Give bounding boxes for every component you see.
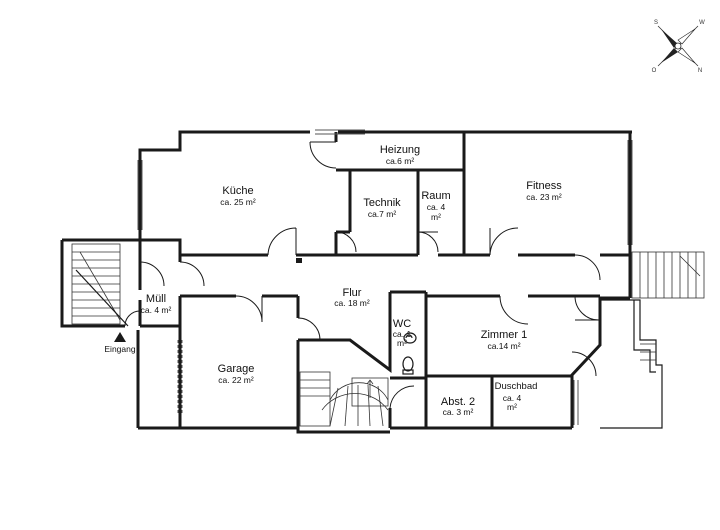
room-label-abst2: Abst. 2 ca. 3 m² <box>441 396 475 417</box>
room-area: ca. 4 m² <box>141 305 172 315</box>
room-area: ca. 22 m² <box>218 375 254 385</box>
room-label-technik: Technik ca.7 m² <box>363 197 401 219</box>
room-name: Zimmer 1 <box>481 329 527 341</box>
room-area-line1: ca. 4 <box>427 202 446 212</box>
room-name: Duschbad <box>495 381 538 392</box>
room-area: ca. 25 m² <box>220 197 256 207</box>
entrance-arrow-icon <box>114 332 126 342</box>
room-area: ca.14 m² <box>487 341 520 351</box>
compass-rose-icon: S W O N <box>652 20 706 74</box>
room-name: Abst. 2 <box>441 396 475 408</box>
wc-basin-icon <box>403 332 417 344</box>
room-area-line2: m² <box>507 402 517 412</box>
room-name: Müll <box>146 293 166 305</box>
compass-n: N <box>698 68 702 74</box>
windows <box>137 129 633 425</box>
room-name: Garage <box>218 363 255 375</box>
room-name: Küche <box>222 185 253 197</box>
toilet-icon <box>402 356 414 372</box>
room-name: Technik <box>363 197 401 209</box>
outer-walls <box>60 130 632 434</box>
room-area: ca. 18 m² <box>334 298 370 308</box>
room-label-raum: Raum ca. 4 m² <box>421 190 450 222</box>
compass-w: W <box>699 20 705 26</box>
entrance-marker: Eingang <box>104 332 136 354</box>
room-name: Heizung <box>380 144 420 156</box>
entrance-label: Eingang <box>104 344 135 354</box>
room-name: Flur <box>343 287 362 299</box>
room-area: ca.6 m² <box>386 156 415 166</box>
room-area: ca. 23 m² <box>526 192 562 202</box>
room-label-garage: Garage ca. 22 m² <box>218 363 255 385</box>
compass-s: S <box>654 20 658 26</box>
room-area-line2: m² <box>397 338 407 348</box>
fixtures <box>75 258 417 375</box>
room-area-line2: m² <box>431 212 441 222</box>
room-area-line1: ca. 1 <box>393 329 412 339</box>
room-name: WC <box>393 318 411 330</box>
interior-walls <box>178 132 630 428</box>
room-label-duschbad: Duschbad ca. 4 m² <box>495 381 538 412</box>
chimney-mark <box>296 258 302 263</box>
compass-o: O <box>652 68 657 74</box>
room-label-wc: WC ca. 1 m² <box>393 318 412 348</box>
doors <box>124 141 601 409</box>
room-area: ca. 3 m² <box>443 407 474 417</box>
room-name: Raum <box>421 190 450 202</box>
room-area-line1: ca. 4 <box>503 393 522 403</box>
room-label-flur: Flur ca. 18 m² <box>334 287 370 308</box>
room-label-kueche: Küche ca. 25 m² <box>220 185 256 207</box>
stairs <box>71 243 705 429</box>
room-label-zimmer1: Zimmer 1 ca.14 m² <box>481 329 527 351</box>
room-label-fitness: Fitness ca. 23 m² <box>526 180 562 202</box>
room-label-heizung: Heizung ca.6 m² <box>380 144 420 166</box>
wc-sink-icon <box>405 334 413 339</box>
room-area: ca.7 m² <box>368 209 397 219</box>
room-label-muell: Müll ca. 4 m² <box>141 293 172 315</box>
room-name: Fitness <box>526 180 562 192</box>
